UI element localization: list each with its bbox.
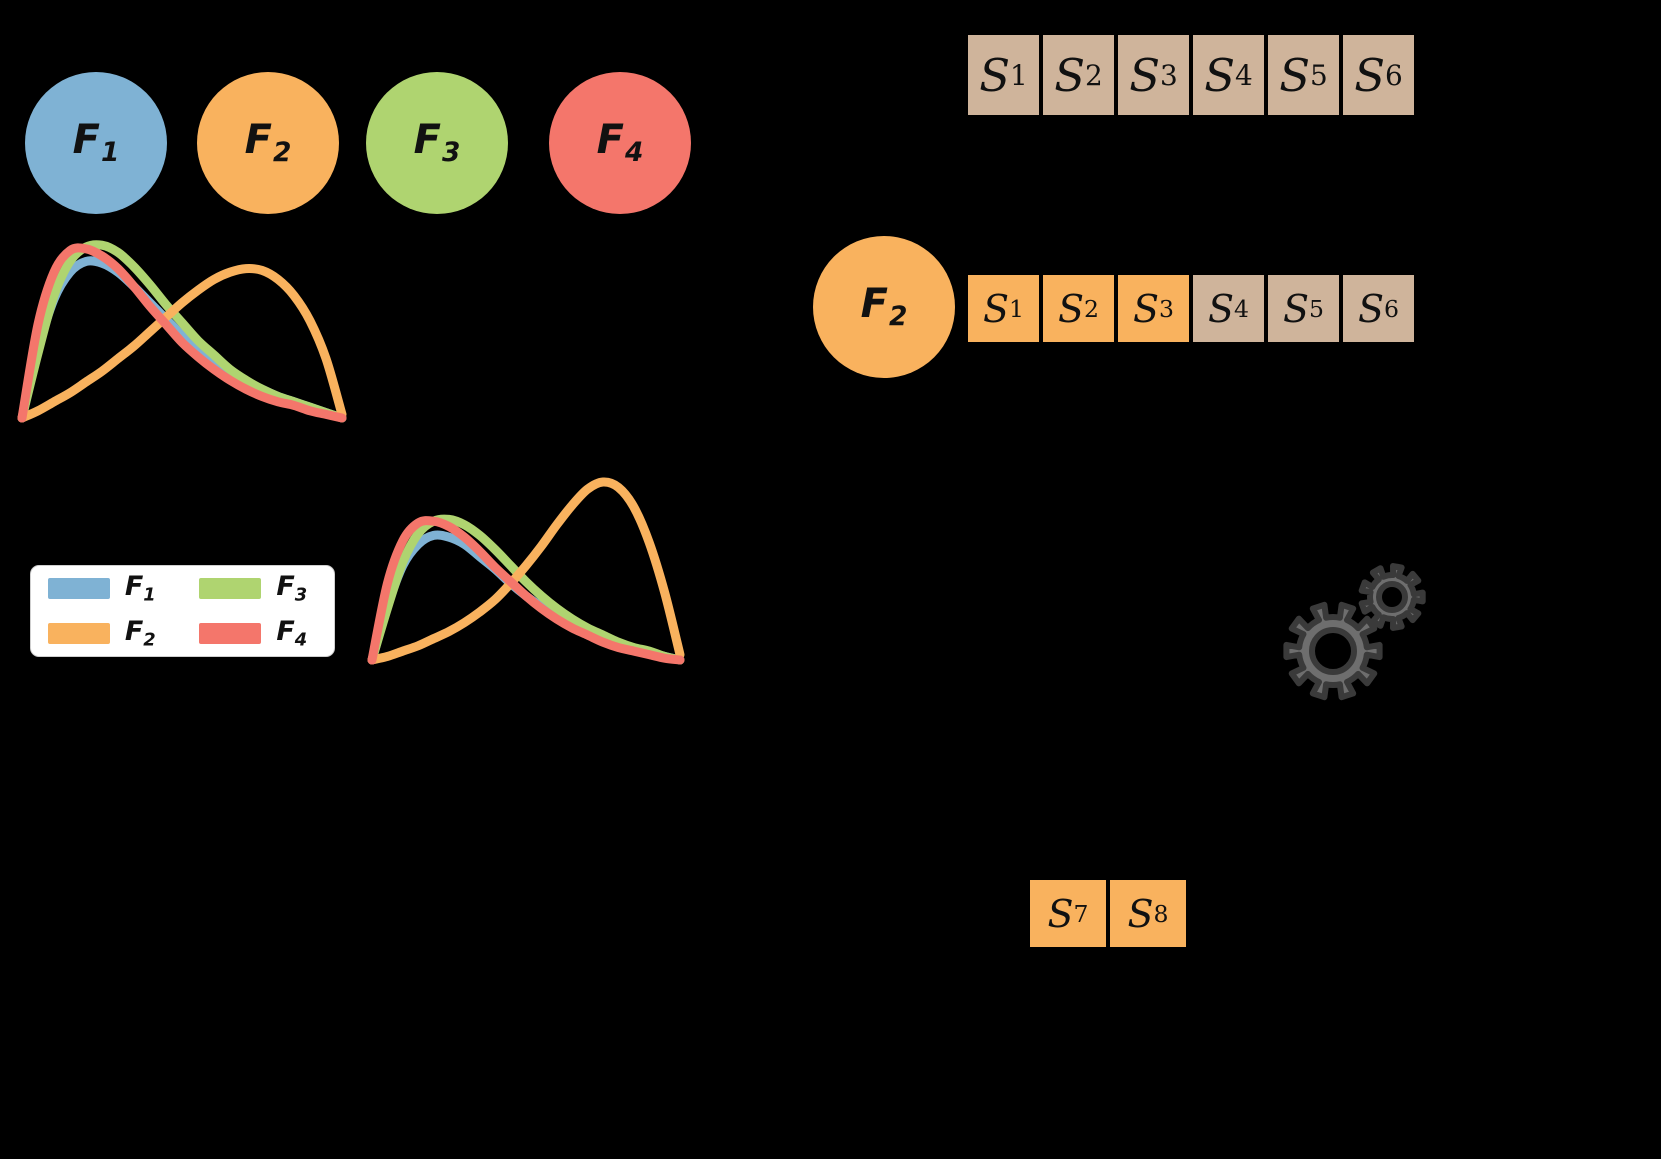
label-subscript: 4 xyxy=(624,136,644,168)
label-subscript: 1 xyxy=(143,584,156,606)
distribution-plot-top xyxy=(17,240,347,423)
segment-box-subscript: 4 xyxy=(1234,294,1250,323)
segment-box-subscript: 8 xyxy=(1153,899,1169,928)
legend-swatch-cell xyxy=(31,618,111,649)
curve-f4 xyxy=(17,243,347,423)
legend-swatch-cell xyxy=(182,573,262,604)
segment-box-subscript: 6 xyxy=(1384,294,1400,323)
segment-box-subscript: 6 xyxy=(1385,58,1403,92)
legend-label-f1: F1 xyxy=(124,570,156,606)
distribution-plot-bottom xyxy=(367,477,685,665)
segment-box-subscript: 5 xyxy=(1309,294,1325,323)
label-text: F3 xyxy=(413,116,461,168)
label-subscript: 2 xyxy=(143,629,156,651)
family-circle-f2[interactable]: F2 xyxy=(197,72,339,214)
label-subscript: 2 xyxy=(888,300,908,332)
legend-swatch-cell xyxy=(31,573,111,604)
segment-box-subscript: 3 xyxy=(1159,294,1175,323)
segment-box-subscript: 7 xyxy=(1073,899,1089,928)
segment-box-subscript: 4 xyxy=(1235,58,1253,92)
segment-box-subscript: 3 xyxy=(1160,58,1178,92)
family-circle-f1[interactable]: F1 xyxy=(25,72,167,214)
gears-icon xyxy=(1283,563,1426,701)
label-subscript: 3 xyxy=(294,584,308,606)
label-text: F1 xyxy=(72,116,120,168)
label-text: F2 xyxy=(244,116,292,168)
legend-label-f2: F2 xyxy=(124,615,156,651)
selected-family-circle-f2[interactable]: F2 xyxy=(813,236,955,378)
label-text: F2 xyxy=(860,280,908,332)
legend-swatch-f1 xyxy=(48,578,110,599)
legend-label-f4: F4 xyxy=(276,615,308,651)
family-circle-f3[interactable]: F3 xyxy=(366,72,508,214)
legend-swatch-f3 xyxy=(199,578,262,599)
curve-f2 xyxy=(367,477,685,665)
segment-box-subscript: 1 xyxy=(1009,294,1025,323)
legend-swatch-f4 xyxy=(199,623,262,644)
family-circle-f4[interactable]: F4 xyxy=(549,72,691,214)
curve-f3 xyxy=(367,514,685,665)
label-subscript: 2 xyxy=(272,136,292,168)
label-text: F4 xyxy=(596,116,644,168)
label-subscript: 3 xyxy=(441,136,461,168)
segment-box-subscript: 1 xyxy=(1010,58,1028,92)
segment-box-subscript: 5 xyxy=(1310,58,1328,92)
legend-swatch-cell xyxy=(182,618,262,649)
label-subscript: 4 xyxy=(294,629,308,651)
big-gear-icon xyxy=(1283,601,1383,701)
label-subscript: 1 xyxy=(100,136,120,168)
legend-label-f3: F3 xyxy=(276,570,308,606)
segment-box-subscript: 2 xyxy=(1084,294,1100,323)
curve-f2 xyxy=(17,264,347,423)
legend-swatch-f2 xyxy=(48,623,110,644)
segment-box-subscript: 2 xyxy=(1085,58,1103,92)
curve-f4 xyxy=(367,516,685,665)
small-gear-icon xyxy=(1358,563,1426,631)
